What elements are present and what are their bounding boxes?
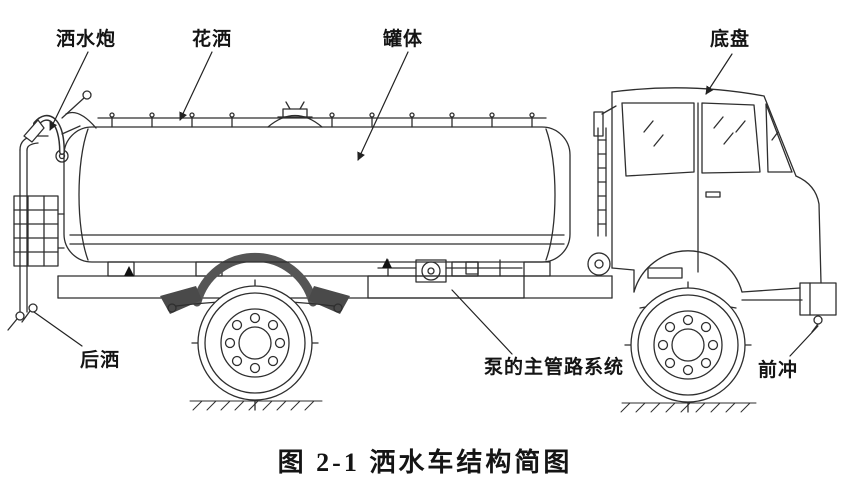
tank-body bbox=[63, 101, 571, 263]
rear-wheel bbox=[191, 279, 319, 411]
leader-lines bbox=[33, 51, 819, 357]
label-chassis: 底盘 bbox=[710, 29, 751, 50]
label-sprinkler: 花洒 bbox=[192, 29, 233, 50]
label-front-flush: 前冲 bbox=[758, 360, 799, 381]
pump-assembly bbox=[124, 258, 523, 283]
rear-platform bbox=[13, 135, 65, 313]
rear-spray-nozzles bbox=[7, 303, 38, 331]
sprinkler-pipe bbox=[97, 112, 547, 128]
figure-caption: 图 2-1 洒水车结构简图 bbox=[277, 448, 573, 477]
rear-fender bbox=[160, 252, 350, 314]
label-water-cannon: 洒水炮 bbox=[56, 29, 117, 50]
water-cannon-device bbox=[23, 90, 97, 163]
ground-hatching bbox=[189, 400, 757, 413]
label-rear-spray: 后洒 bbox=[80, 350, 121, 371]
label-tank: 罐体 bbox=[383, 29, 424, 50]
label-pump-pipeline: 泵的主管路系统 bbox=[484, 357, 625, 378]
front-wheel bbox=[624, 281, 752, 413]
